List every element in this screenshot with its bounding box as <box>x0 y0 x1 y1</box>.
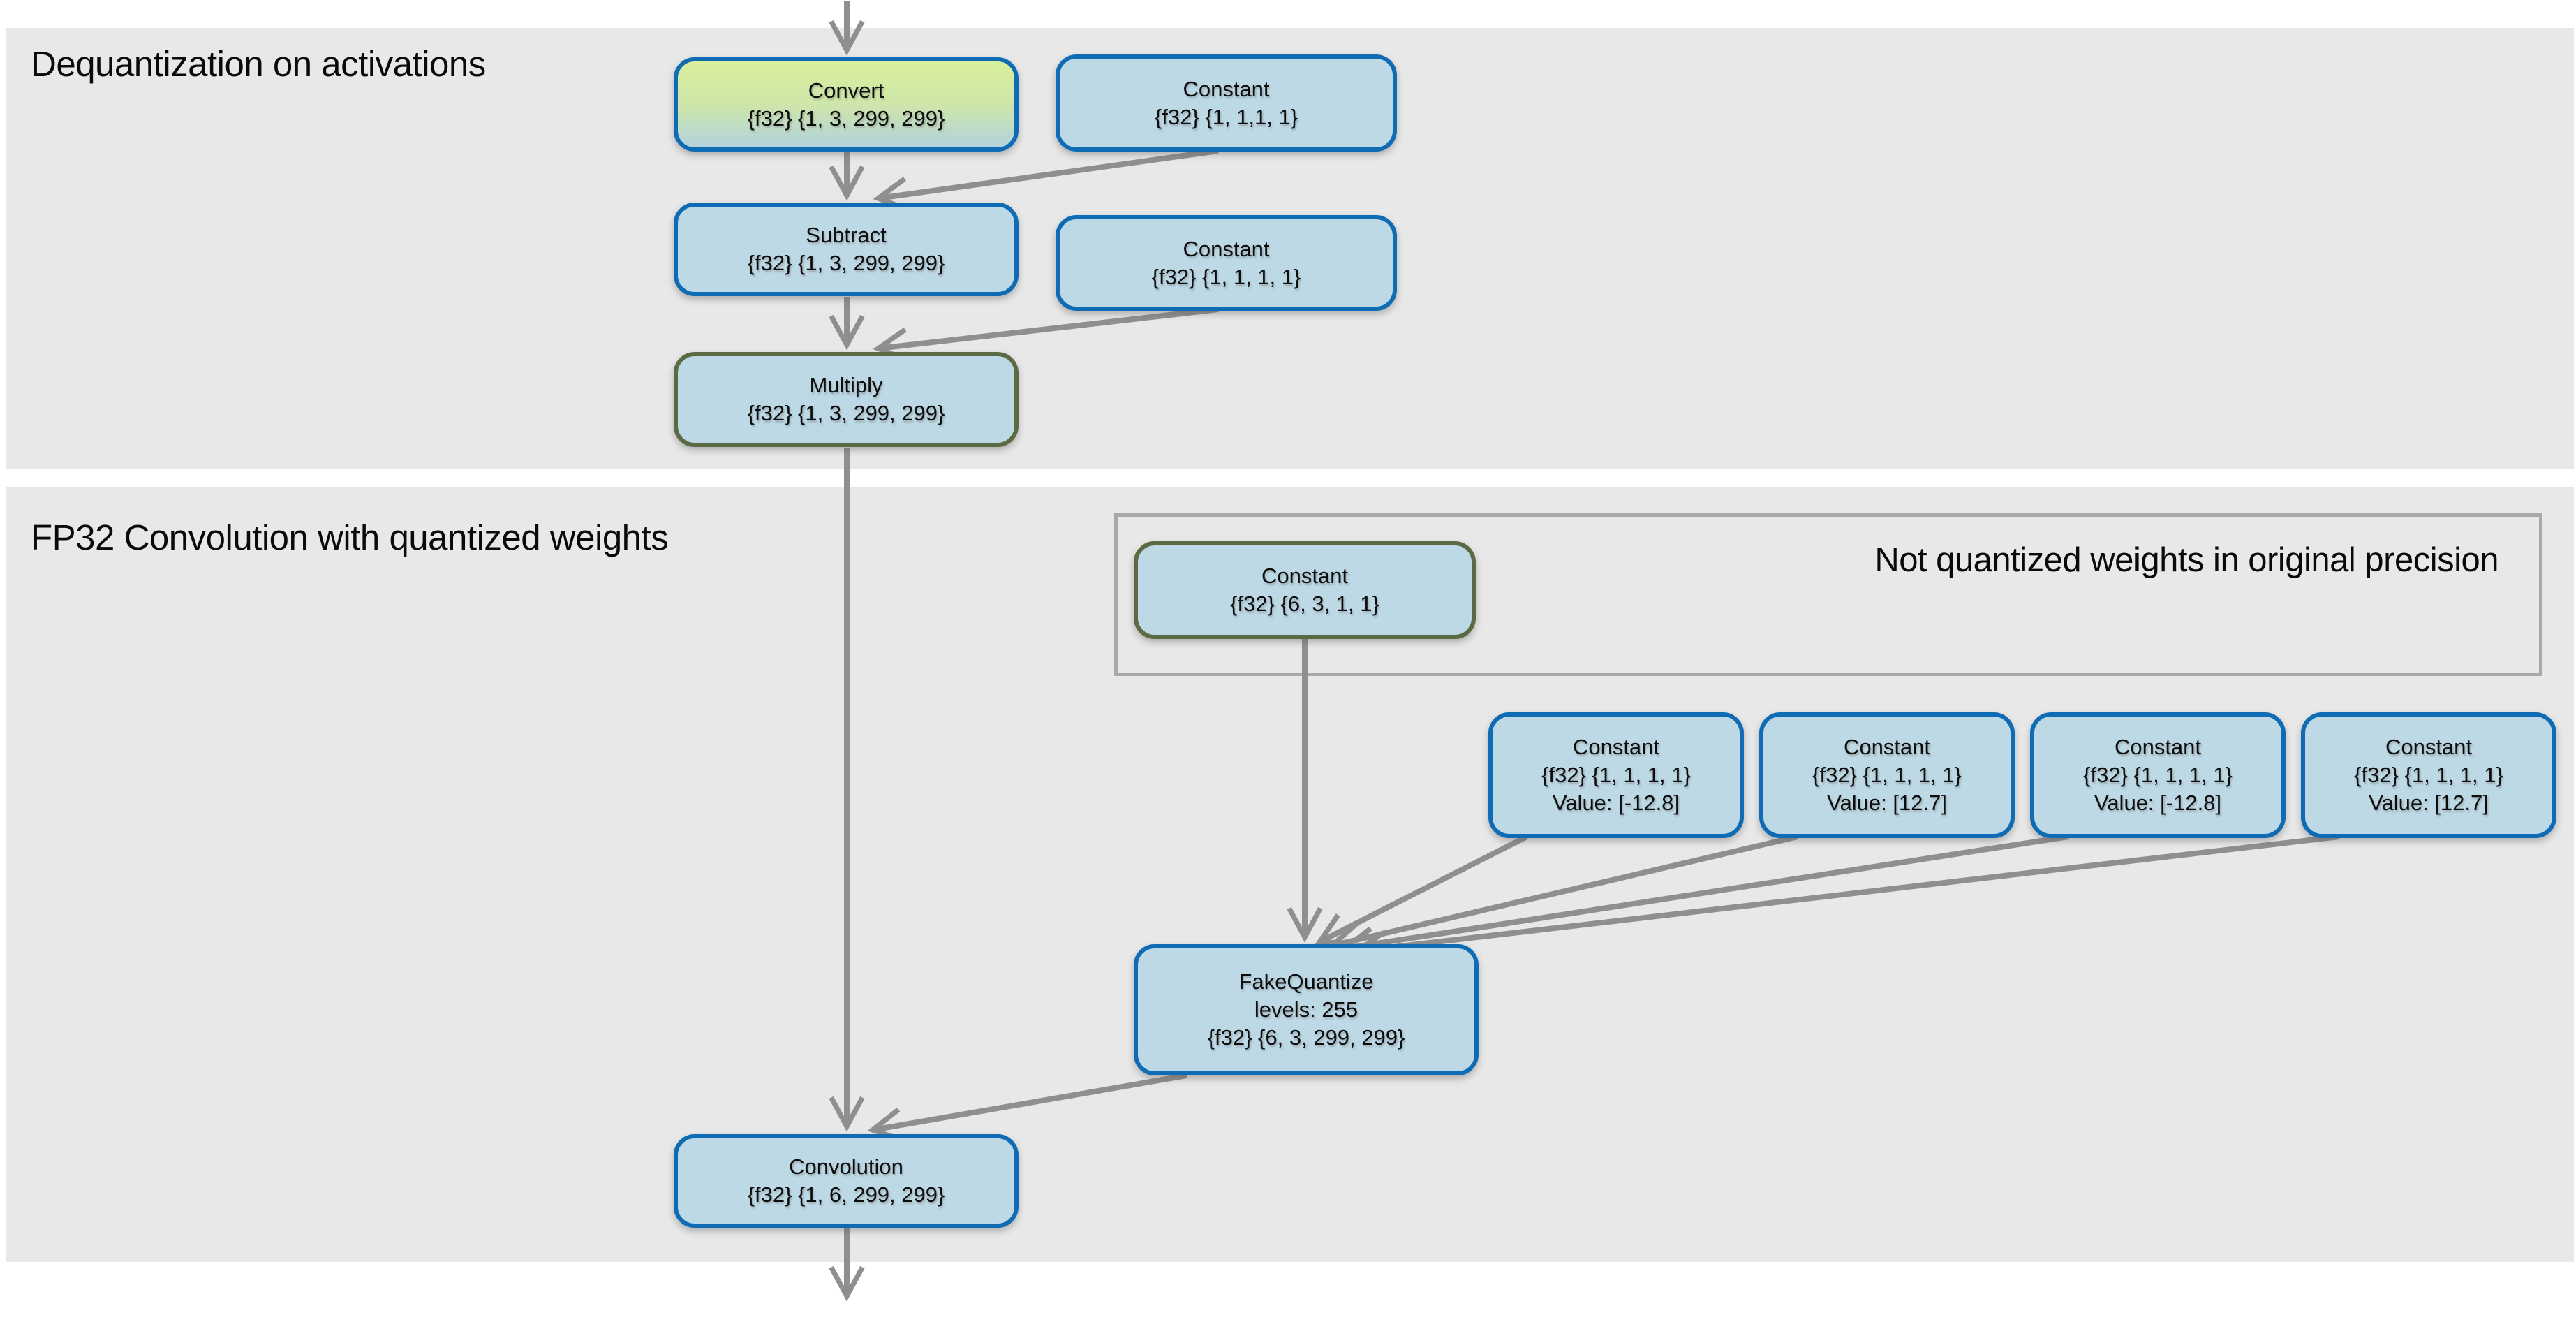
node-subtract: Subtract {f32} {1, 3, 299, 299} <box>674 203 1019 296</box>
node-constant-weights: Constant {f32} {6, 3, 1, 1} <box>1134 541 1476 639</box>
node-op-label: Constant <box>1843 735 1931 760</box>
node-op-label: Constant <box>1183 236 1270 261</box>
node-shape-label: {f32} {1, 3, 299, 299} <box>747 401 945 425</box>
node-constant-output-low: Constant {f32} {1, 1, 1, 1} Value: [-12.… <box>2030 712 2286 838</box>
node-op-label: FakeQuantize <box>1238 969 1374 994</box>
node-levels-label: levels: 255 <box>1254 997 1359 1022</box>
node-constant-multiply-input: Constant {f32} {1, 1, 1, 1} <box>1056 215 1397 311</box>
node-constant-output-high: Constant {f32} {1, 1, 1, 1} Value: [12.7… <box>2301 712 2556 838</box>
node-convert: Convert {f32} {1, 3, 299, 299} <box>674 57 1019 152</box>
node-op-label: Convert <box>808 78 884 103</box>
node-shape-label: {f32} {6, 3, 1, 1} <box>1230 592 1379 616</box>
node-constant-input-high: Constant {f32} {1, 1, 1, 1} Value: [12.7… <box>1759 712 2015 838</box>
node-fakequantize: FakeQuantize levels: 255 {f32} {6, 3, 29… <box>1134 944 1479 1075</box>
node-shape-label: {f32} {1, 1,1, 1} <box>1154 104 1298 129</box>
section-title-fp32-convolution: FP32 Convolution with quantized weights <box>31 517 669 557</box>
node-shape-label: {f32} {1, 1, 1, 1} <box>1541 763 1691 787</box>
node-shape-label: {f32} {1, 1, 1, 1} <box>1812 763 1962 787</box>
node-shape-label: {f32} {1, 3, 299, 299} <box>747 105 945 131</box>
node-shape-label: {f32} {1, 1, 1, 1} <box>2083 763 2233 787</box>
not-quantized-weights-label: Not quantized weights in original precis… <box>1874 541 2499 579</box>
node-op-label: Constant <box>2114 735 2202 760</box>
node-value-label: Value: [12.7] <box>1827 790 1947 815</box>
node-op-label: Constant <box>1183 76 1270 101</box>
node-op-label: Constant <box>1572 735 1660 760</box>
node-op-label: Convolution <box>789 1154 903 1180</box>
not-quantized-weights-box: Not quantized weights in original precis… <box>1114 513 2542 676</box>
node-shape-label: {f32} {1, 3, 299, 299} <box>747 251 945 275</box>
node-shape-label: {f32} {1, 1, 1, 1} <box>2354 763 2503 787</box>
node-value-label: Value: [-12.8] <box>2094 790 2222 815</box>
node-shape-label: {f32} {1, 1, 1, 1} <box>1151 264 1301 289</box>
section-title-dequantization: Dequantization on activations <box>31 44 486 84</box>
node-shape-label: {f32} {1, 6, 299, 299} <box>747 1182 945 1207</box>
node-op-label: Constant <box>1261 564 1349 589</box>
node-op-label: Constant <box>2385 735 2473 760</box>
node-value-label: Value: [-12.8] <box>1552 790 1680 815</box>
node-op-label: Multiply <box>809 373 883 398</box>
node-multiply: Multiply {f32} {1, 3, 299, 299} <box>674 352 1019 447</box>
node-constant-subtract-input: Constant {f32} {1, 1,1, 1} <box>1056 54 1397 152</box>
node-convolution: Convolution {f32} {1, 6, 299, 299} <box>674 1134 1019 1228</box>
node-shape-label: {f32} {6, 3, 299, 299} <box>1207 1024 1405 1050</box>
node-op-label: Subtract <box>806 223 887 248</box>
node-value-label: Value: [12.7] <box>2369 790 2489 815</box>
node-constant-input-low: Constant {f32} {1, 1, 1, 1} Value: [-12.… <box>1488 712 1744 838</box>
